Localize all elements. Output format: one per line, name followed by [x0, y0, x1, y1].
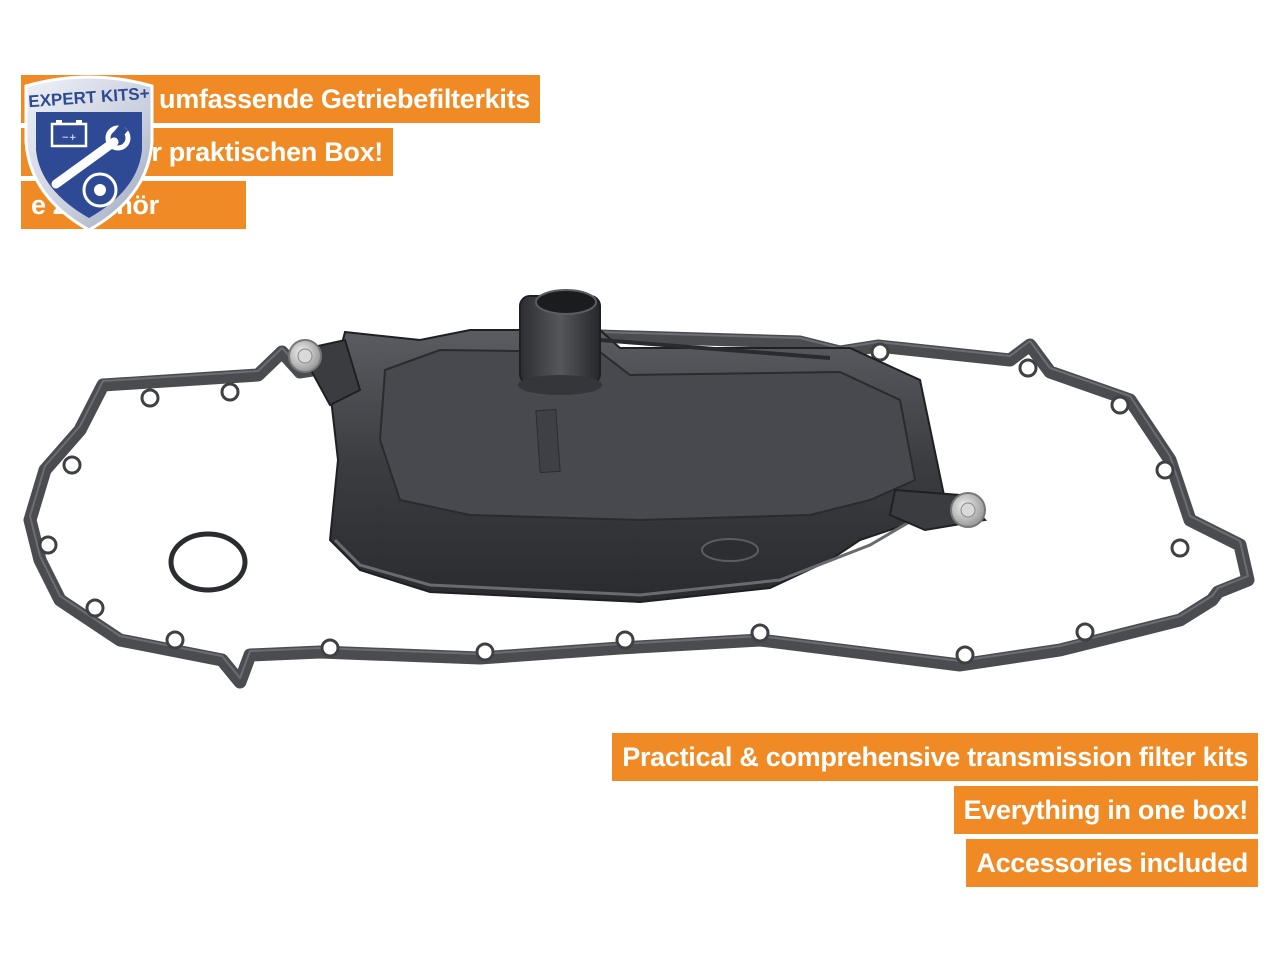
banner-en-3: Accessories included [966, 839, 1258, 887]
expert-kits-badge: EXPERT KITS+ −+ [24, 75, 154, 232]
svg-text:−+: −+ [61, 133, 76, 143]
battery-icon: −+ [50, 120, 88, 148]
o-ring [168, 531, 248, 593]
brake-disc-icon [82, 172, 118, 208]
wrench-icon [51, 123, 131, 189]
banner-en-2: Everything in one box! [953, 786, 1258, 834]
banner-en-1: Practical & comprehensive transmission f… [612, 733, 1258, 781]
transmission-filter [288, 289, 988, 604]
